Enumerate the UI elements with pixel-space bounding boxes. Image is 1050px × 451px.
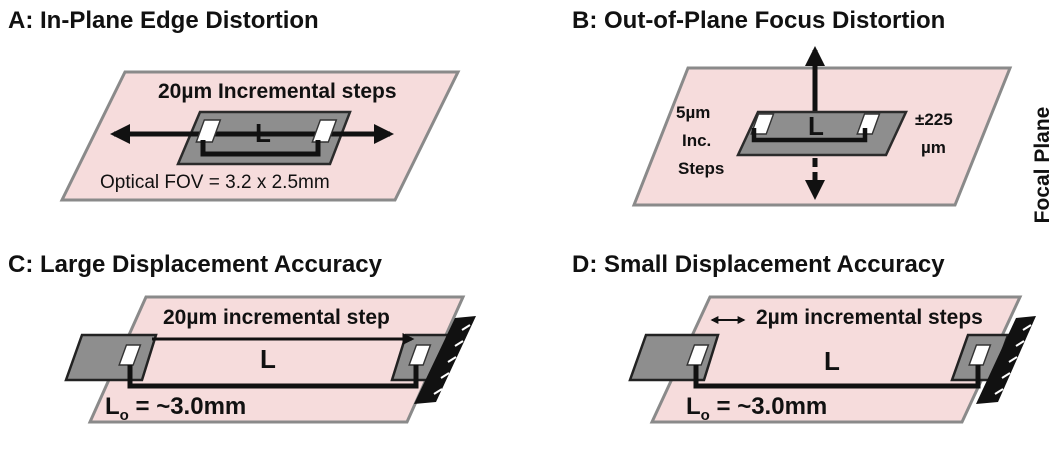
panel-c-left-grip bbox=[64, 333, 158, 382]
panel-c-lo-label: Lo = ~3.0mm bbox=[105, 393, 246, 424]
panel-b-step-line3: Steps bbox=[678, 159, 724, 178]
panel-b-step-line1: 5µm bbox=[676, 103, 710, 122]
panel-c-length-label: L bbox=[260, 344, 276, 374]
panel-b-length-label: L bbox=[808, 111, 824, 141]
panel-d-lo-label: Lo = ~3.0mm bbox=[686, 393, 827, 424]
panel-a-fov-label: Optical FOV = 3.2 x 2.5mm bbox=[100, 172, 330, 193]
panel-d-title: D: Small Displacement Accuracy bbox=[572, 251, 945, 278]
panel-b-range-line1: ±225 bbox=[915, 110, 953, 129]
panel-c: C: Large Displacement Accuracy 20µm incr… bbox=[8, 251, 476, 424]
panel-d-left-grip bbox=[628, 333, 720, 382]
panel-b-step-line2: Inc. bbox=[682, 131, 711, 150]
panel-b: B: Out-of-Plane Focus Distortion L 5µm I… bbox=[572, 7, 1050, 223]
panel-d-steps-label: 2µm incremental steps bbox=[756, 306, 983, 329]
panel-d: D: Small Displacement Accuracy 2µm incre… bbox=[572, 251, 1036, 424]
panel-d-gauge-bracket bbox=[693, 365, 981, 389]
panel-c-title: C: Large Displacement Accuracy bbox=[8, 251, 383, 278]
panel-d-length-label: L bbox=[824, 346, 840, 376]
panel-b-gauge-bracket bbox=[751, 128, 868, 143]
panel-c-steps-label: 20µm incremental step bbox=[163, 306, 390, 329]
panel-c-gauge-bracket bbox=[127, 365, 419, 389]
panel-a: A: In-Plane Edge Distortion 20µm Increme… bbox=[8, 7, 461, 202]
panel-a-steps-label: 20µm Incremental steps bbox=[158, 80, 397, 103]
panel-a-title: A: In-Plane Edge Distortion bbox=[8, 7, 319, 34]
panel-a-gauge-bracket bbox=[200, 140, 321, 157]
clamp-icon bbox=[414, 316, 476, 404]
panel-b-title: B: Out-of-Plane Focus Distortion bbox=[572, 7, 945, 34]
clamp-icon bbox=[976, 316, 1036, 404]
panel-b-range-line2: µm bbox=[921, 138, 946, 157]
panel-b-plane-label: Focal Plane bbox=[1031, 107, 1050, 224]
